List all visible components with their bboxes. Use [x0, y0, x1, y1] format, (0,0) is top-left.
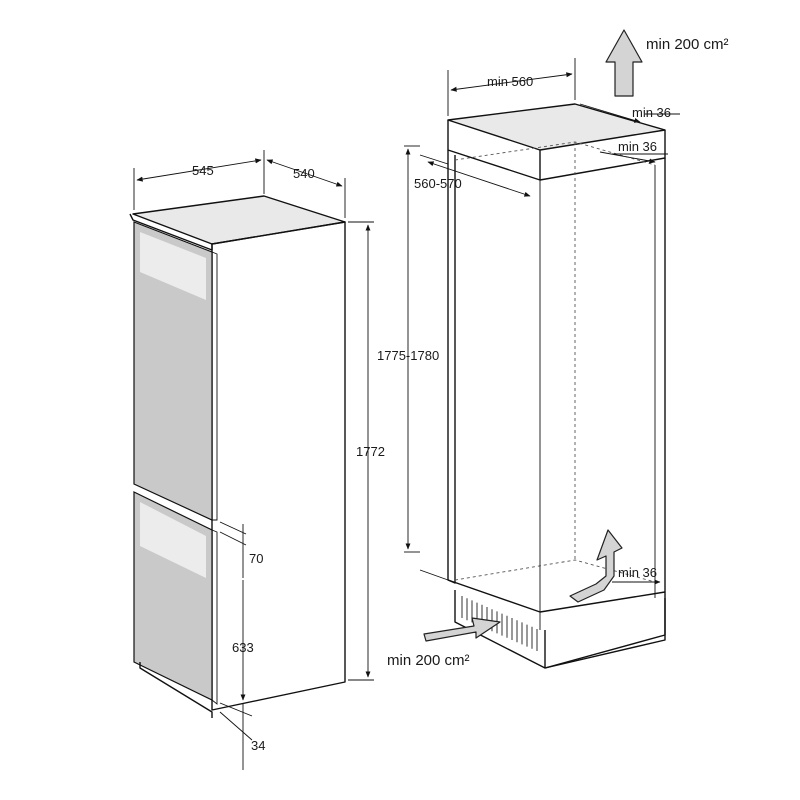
- rear-airflow-arrow-icon: [569, 529, 623, 603]
- bottom-height-label: 34: [251, 738, 265, 753]
- niche-dimension-lines: [404, 58, 680, 585]
- fridge-side-face: [211, 221, 346, 711]
- air-inlet-arrow-icon: [423, 617, 501, 642]
- rear-clearance-bottom-label: min 36: [618, 565, 657, 580]
- fridge-width-label: 545: [192, 163, 214, 178]
- niche-width-dimension-line: [450, 72, 573, 92]
- niche-width-label: min 560: [487, 74, 533, 89]
- upper-gap-label: 70: [249, 551, 263, 566]
- fridge-appliance: [129, 195, 346, 718]
- top-clearance-label: min 36: [632, 105, 671, 120]
- fridge-base: [139, 662, 213, 718]
- fridge-height-label: 1772: [356, 444, 385, 459]
- lower-door-label: 633: [232, 640, 254, 655]
- plinth: [454, 590, 546, 669]
- fridge-depth-label: 540: [293, 166, 315, 181]
- niche-right-wall: [544, 158, 666, 669]
- outlet-area-label: min 200 cm²: [646, 36, 729, 53]
- installation-niche: [447, 103, 666, 669]
- inlet-area-label: min 200 cm²: [387, 652, 470, 669]
- niche-depth-label: 560-570: [414, 176, 462, 191]
- depth-dimension-line: [266, 159, 343, 187]
- air-outlet-arrow-icon: [605, 29, 643, 97]
- niche-height-label: 1775-1780: [377, 348, 439, 363]
- niche-depth-dimension-line: [427, 161, 531, 197]
- fridge-dimension-lines: [133, 150, 374, 770]
- width-dimension-line: [136, 158, 262, 182]
- rear-clearance-top-label: min 36: [618, 139, 657, 154]
